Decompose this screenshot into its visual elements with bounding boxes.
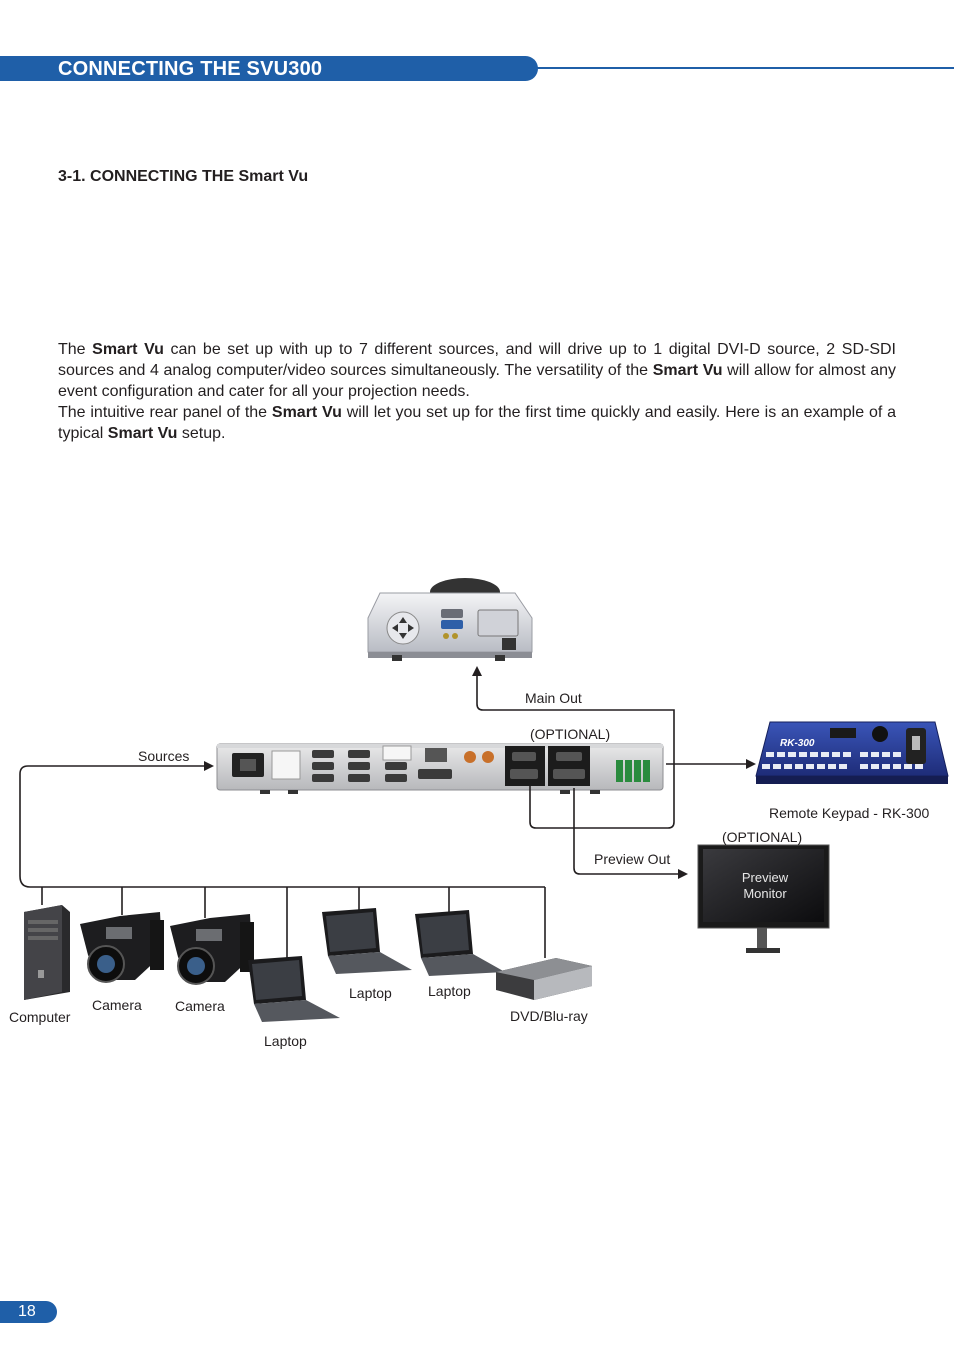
paragraph-2: The intuitive rear panel of the Smart Vu… xyxy=(58,402,896,444)
smart-vu-rear-panel-icon xyxy=(216,743,664,794)
laptop-icon xyxy=(322,908,412,974)
sources-label: Sources xyxy=(138,748,189,764)
paragraph-1: The Smart Vu can be set up with up to 7 … xyxy=(58,339,896,402)
header-rule xyxy=(530,67,954,69)
text: will allow for almost any event configur… xyxy=(58,362,896,400)
dvd-player-icon xyxy=(496,958,592,1000)
laptop-icon xyxy=(415,910,505,976)
remote-keypad-icon: RK-300 xyxy=(755,721,949,784)
laptop-label: Laptop xyxy=(428,983,471,999)
sources-line xyxy=(19,761,214,876)
computer-icon xyxy=(24,905,70,1000)
optional-label: (OPTIONAL) xyxy=(722,829,802,845)
main-out-line xyxy=(472,666,675,722)
page-number-badge xyxy=(0,1301,57,1323)
optional-label: (OPTIONAL) xyxy=(530,726,610,742)
monitor-label-line1: Preview xyxy=(742,870,789,885)
keypad-logo: RK-300 xyxy=(780,738,815,749)
camera-label: Camera xyxy=(175,998,225,1014)
preview-out-label: Preview Out xyxy=(594,851,670,867)
preview-monitor-icon: Preview Monitor xyxy=(697,844,830,953)
projector-icon xyxy=(367,578,533,661)
text: can be set up with up to 7 different sou… xyxy=(58,341,897,379)
camera-icon xyxy=(170,914,254,985)
camera-label: Camera xyxy=(92,997,142,1013)
body-text: The Smart Vu can be set up with up to 7 … xyxy=(58,339,896,444)
page-title: CONNECTING THE SVU300 xyxy=(58,58,323,80)
remote-keypad-label: Remote Keypad - RK-300 xyxy=(769,805,930,821)
product-name: Smart Vu xyxy=(107,425,178,442)
preview-out-line xyxy=(573,788,688,879)
product-name: Smart Vu xyxy=(271,404,342,421)
connection-diagram: RK-300 Preview Monitor xyxy=(9,578,949,1049)
header-bar xyxy=(0,56,538,81)
section-heading: 3-1. CONNECTING THE Smart Vu xyxy=(58,168,309,185)
connection-lines xyxy=(19,666,756,958)
product-name: Smart Vu xyxy=(652,362,723,379)
text: setup. xyxy=(177,425,226,442)
computer-label: Computer xyxy=(9,1009,71,1025)
main-out-label: Main Out xyxy=(525,690,582,706)
laptop-label: Laptop xyxy=(264,1033,307,1049)
monitor-label-line2: Monitor xyxy=(743,886,787,901)
text: The intuitive rear panel of the xyxy=(58,404,272,421)
text: will let you set up for the first time q… xyxy=(58,404,896,442)
camera-icon xyxy=(80,912,164,983)
page-number: 18 xyxy=(18,1303,36,1320)
product-name: Smart Vu xyxy=(92,341,164,358)
laptop-label: Laptop xyxy=(349,985,392,1001)
text: The xyxy=(58,341,93,358)
laptop-icon xyxy=(248,956,340,1022)
dvd-label: DVD/Blu-ray xyxy=(510,1008,588,1024)
main-out-loop xyxy=(529,722,675,829)
